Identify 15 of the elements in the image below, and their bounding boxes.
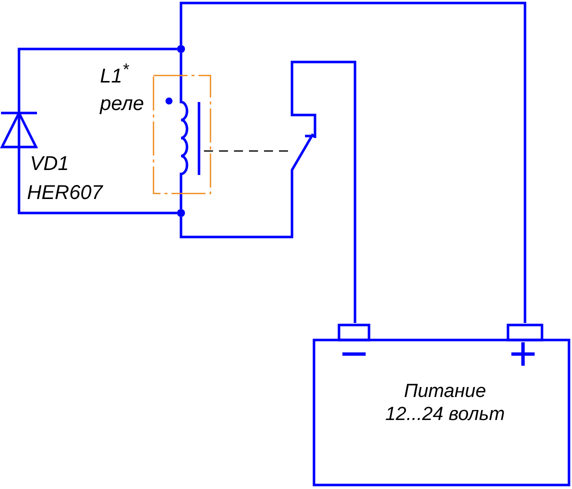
wire <box>180 2 526 323</box>
wire <box>290 60 356 323</box>
component-label: VD1 <box>30 152 69 176</box>
wire <box>180 180 182 209</box>
minus-sign: − <box>340 331 368 379</box>
plus-sign: + <box>509 331 538 379</box>
wire <box>18 149 177 214</box>
component-label: HER607 <box>27 181 103 205</box>
wire <box>180 53 182 98</box>
wire <box>180 173 294 238</box>
component-label: L1$^{*}$ <box>100 60 129 89</box>
component-label: реле <box>100 92 144 116</box>
mechanical-link <box>204 150 289 152</box>
wire <box>18 48 177 111</box>
power-label: Питание 12...24 вольт <box>384 381 506 427</box>
